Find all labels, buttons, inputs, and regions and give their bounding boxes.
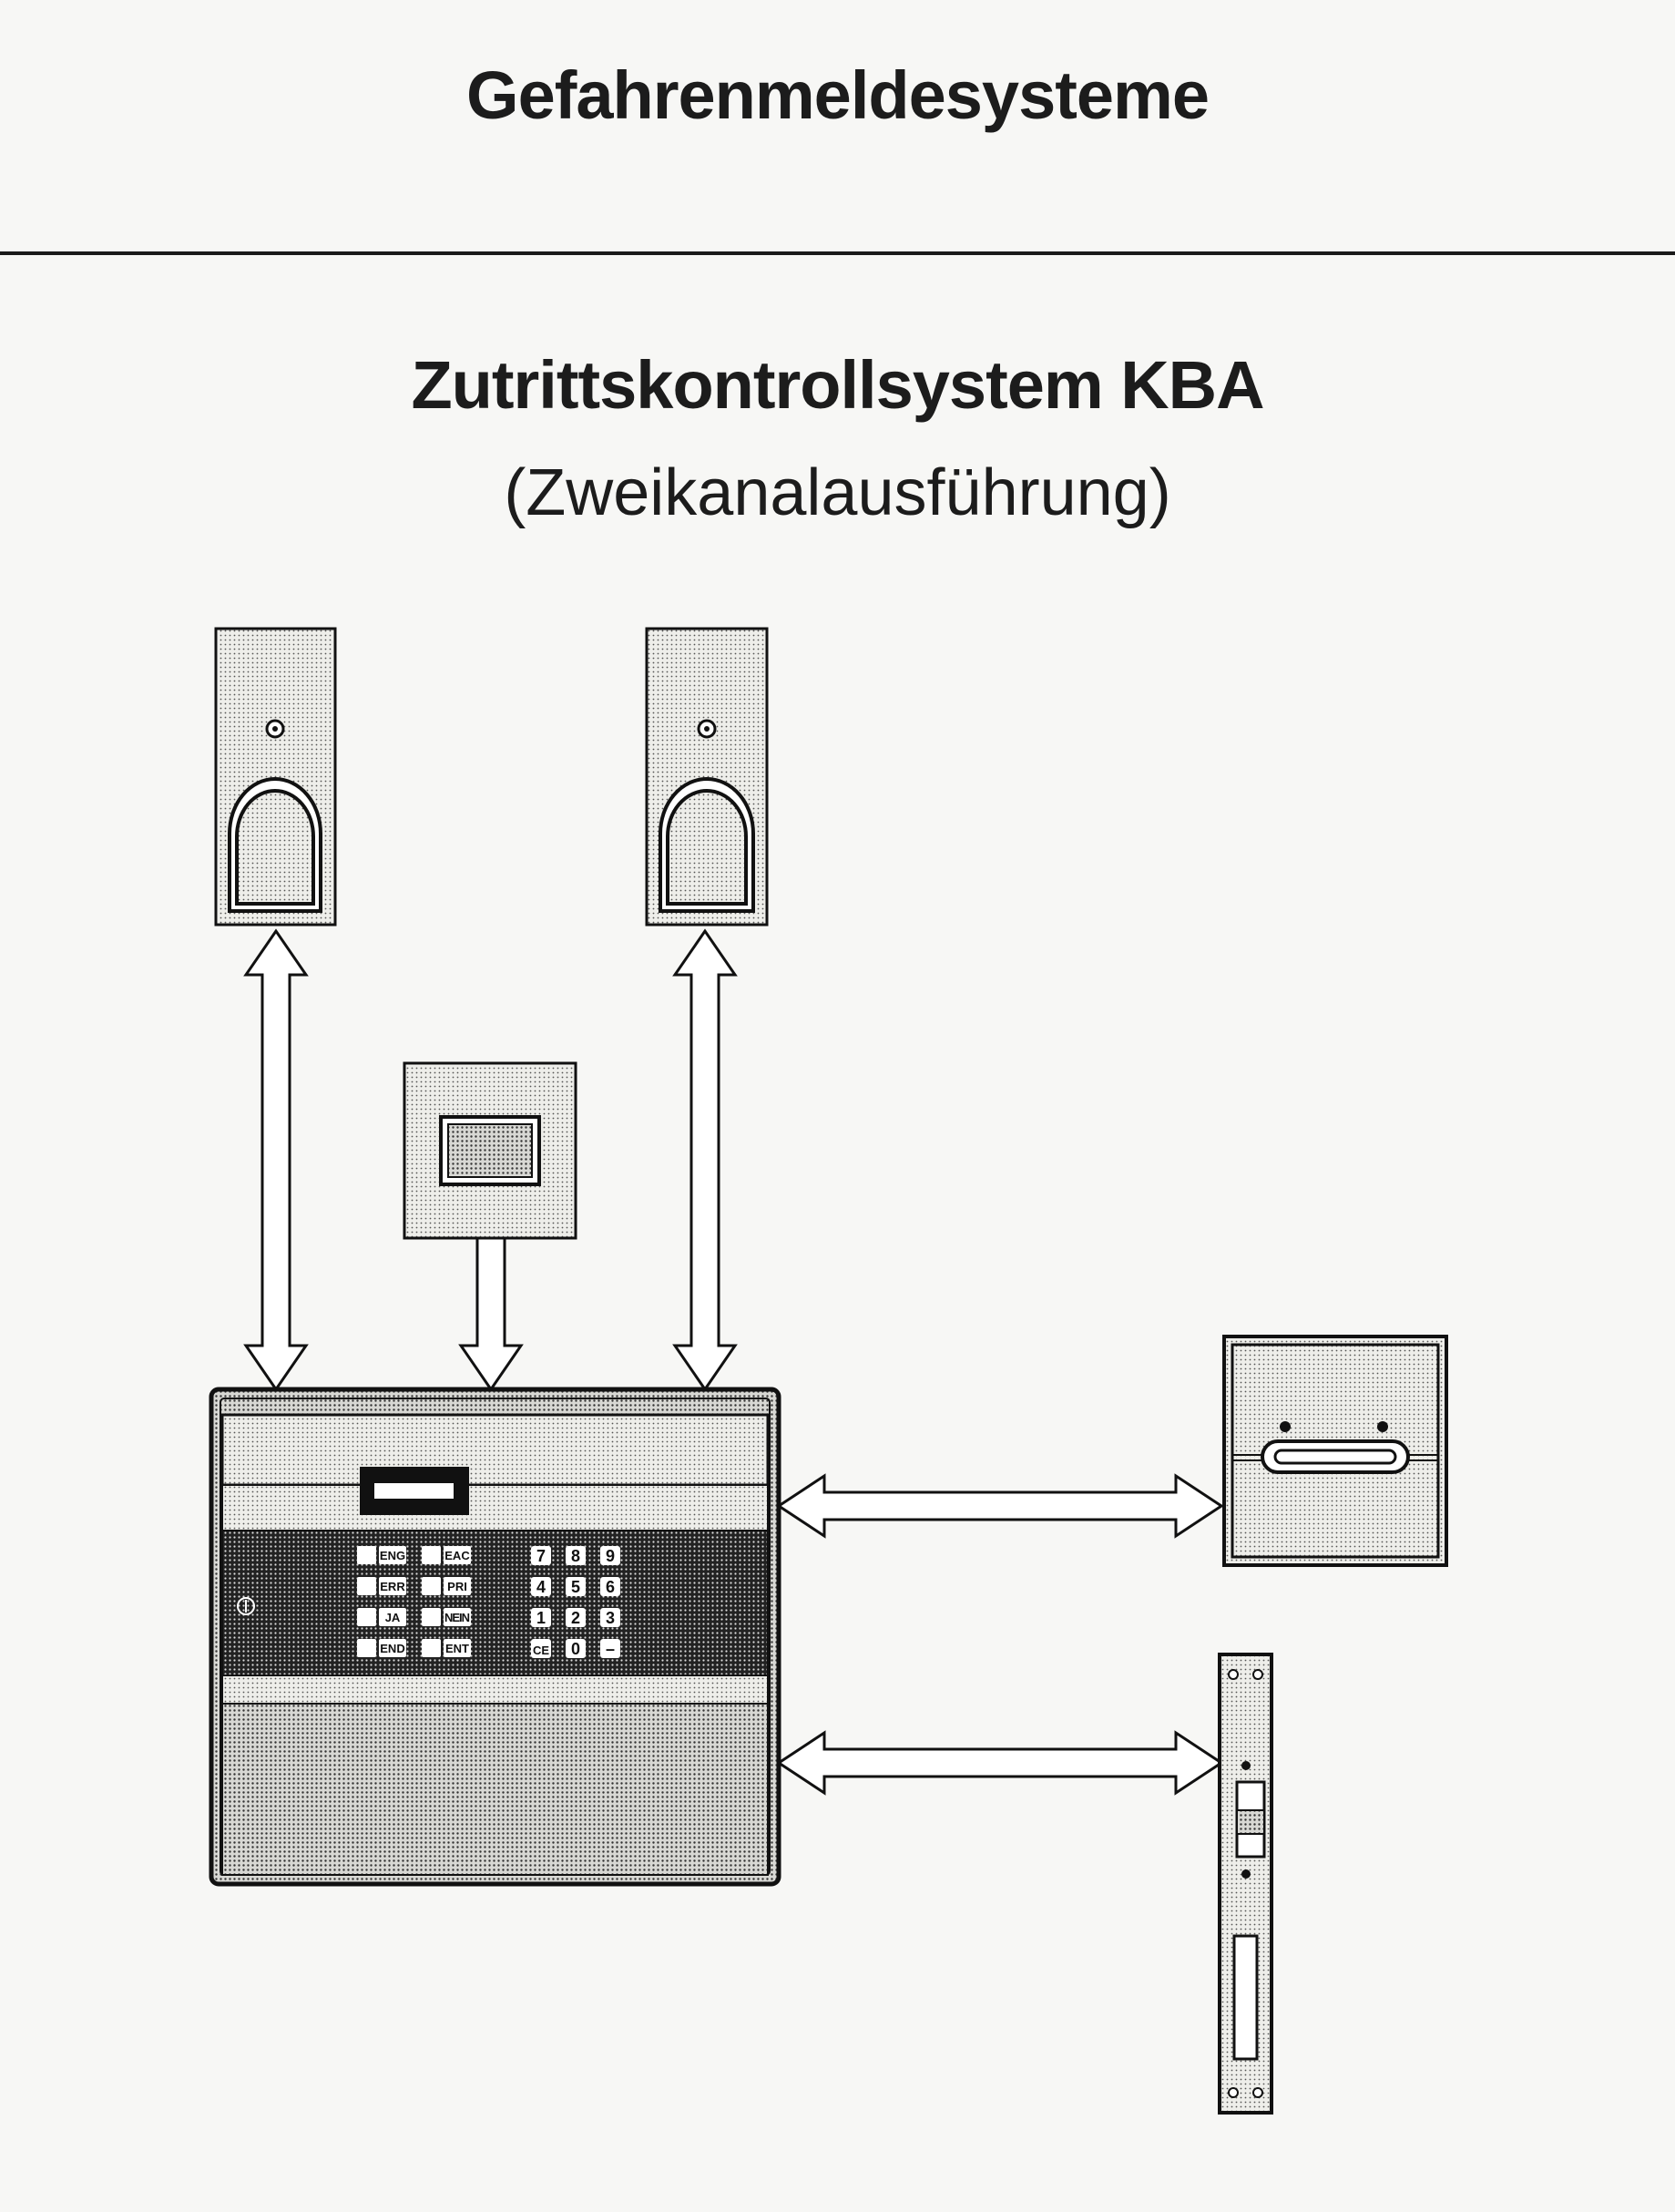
number-key: [566, 1608, 586, 1627]
arrow-display-to-panel: [458, 1236, 524, 1392]
number-key-label: 4: [536, 1578, 546, 1596]
function-key-indicator: [422, 1608, 441, 1626]
function-key: [444, 1546, 471, 1564]
number-key-label: 3: [606, 1609, 615, 1627]
function-key-label: END: [380, 1642, 404, 1655]
number-key: [566, 1546, 586, 1565]
number-key: [531, 1608, 551, 1627]
function-key-label: ENT: [445, 1642, 469, 1655]
function-key-label: EAC: [444, 1549, 470, 1562]
number-key: [566, 1577, 586, 1596]
number-key: [600, 1577, 620, 1596]
header-divider: [0, 251, 1675, 255]
number-key: [566, 1639, 586, 1658]
diagram-subtitle: (Zweikanalausführung): [504, 456, 1171, 529]
number-key: [600, 1608, 620, 1627]
function-key-label: PRI: [447, 1580, 467, 1593]
number-key-label: 5: [571, 1578, 580, 1596]
number-key-label: 7: [536, 1547, 546, 1565]
number-key-label: 0: [571, 1640, 580, 1658]
electric-door-strike: [1218, 1653, 1273, 2115]
number-key-label: –: [606, 1640, 615, 1658]
function-key-label: NEIN: [444, 1611, 470, 1624]
function-key: [444, 1608, 471, 1626]
card-reader-1: [214, 627, 337, 927]
number-key-label: 1: [536, 1609, 546, 1627]
bidirectional-arrow-door-strike: [776, 1730, 1224, 1796]
number-key: [600, 1639, 620, 1658]
function-key: [379, 1639, 406, 1657]
function-key: [444, 1577, 471, 1595]
number-key-label: CE: [533, 1644, 549, 1657]
function-key-indicator: [357, 1577, 376, 1595]
display-terminal: [403, 1061, 577, 1240]
door-release-unit: [1222, 1335, 1448, 1567]
key-lock-icon: [237, 1597, 255, 1615]
number-key: [531, 1577, 551, 1596]
diagram-title: Zutrittskontrollsystem KBA: [411, 347, 1264, 423]
bidirectional-arrow-reader-1: [243, 928, 309, 1392]
function-key-label: ENG: [380, 1549, 405, 1562]
function-key: [379, 1608, 406, 1626]
number-key: [531, 1639, 551, 1658]
function-key-label: ERR: [380, 1580, 405, 1593]
function-key-indicator: [357, 1639, 376, 1657]
function-key-indicator: [422, 1577, 441, 1595]
function-key-indicator: [422, 1546, 441, 1564]
number-key-label: 8: [571, 1547, 580, 1565]
bidirectional-arrow-door-unit: [776, 1473, 1224, 1539]
page-header-title: Gefahrenmeldesysteme: [466, 57, 1210, 133]
bidirectional-arrow-reader-2: [672, 928, 738, 1392]
function-key: [379, 1546, 406, 1564]
function-key-label: JA: [385, 1611, 401, 1624]
function-key-indicator: [357, 1546, 376, 1564]
number-key: [531, 1546, 551, 1565]
control-panel: ENG EAC ERR PRI JA NEIN END ENT 7 8 9 4 5 6 1 2 3CE 0 –: [209, 1387, 781, 1887]
card-reader-2: [645, 627, 769, 927]
function-key: [379, 1577, 406, 1595]
function-key: [444, 1639, 471, 1657]
function-key-indicator: [422, 1639, 441, 1657]
number-key-label: 6: [606, 1578, 615, 1596]
number-key-label: 2: [571, 1609, 580, 1627]
function-key-indicator: [357, 1608, 376, 1626]
number-key: [600, 1546, 620, 1565]
number-key-label: 9: [606, 1547, 615, 1565]
